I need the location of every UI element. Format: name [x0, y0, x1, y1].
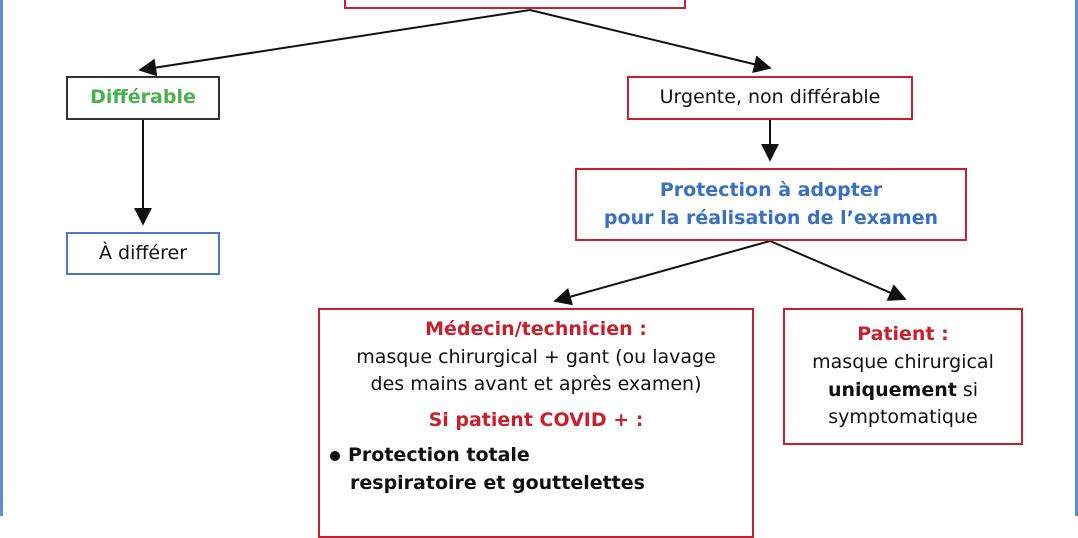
medecin-line-2: des mains avant et après examen)	[370, 373, 702, 396]
frame-right-border	[1075, 0, 1078, 516]
medecin-box: Médecin/technicien : masque chirurgical …	[318, 308, 754, 538]
a-differer-label: À différer	[98, 241, 188, 264]
protection-line-2: pour la réalisation de l’examen	[603, 206, 939, 229]
protection-box: Protection à adopter pour la réalisation…	[575, 168, 967, 241]
patient-line-1: masque chirurgical	[812, 350, 994, 373]
covid-bullet-item: Protection totale	[330, 442, 530, 470]
covid-bullet-line-1: Protection totale	[348, 444, 530, 467]
urgente-label: Urgente, non différable	[659, 86, 881, 109]
covid-bullet-line-2: respiratoire et gouttelettes	[350, 471, 645, 494]
patient-line-2-rest: si	[956, 378, 979, 401]
urgente-box: Urgente, non différable	[627, 76, 913, 120]
top-decision-box	[344, 0, 686, 9]
patient-line-3: symptomatique	[828, 406, 978, 429]
patient-line-2-bold: uniquement	[827, 378, 957, 401]
arrow-top-to-urgente	[529, 9, 772, 73]
arrow-top-to-differable	[138, 9, 531, 77]
patient-line-2: uniquement si	[828, 377, 978, 405]
a-differer-box: À différer	[66, 232, 220, 275]
patient-title: Patient :	[857, 323, 949, 346]
arrow-protection-to-medecin	[553, 240, 771, 306]
protection-line-1: Protection à adopter	[659, 178, 883, 201]
arrows-layer	[134, 9, 907, 306]
medecin-title: Médecin/technicien :	[425, 318, 647, 340]
differable-label: Différable	[90, 86, 196, 109]
frame-left-border	[0, 0, 3, 516]
differable-box: Différable	[66, 76, 220, 120]
patient-box: Patient : masque chirurgical uniquement …	[783, 308, 1023, 445]
arrow-protection-to-patient	[769, 240, 907, 301]
bullet-dot-icon	[330, 450, 340, 461]
covid-title: Si patient COVID + :	[428, 408, 644, 431]
medecin-line-1: masque chirurgical + gant (ou lavage	[356, 345, 716, 368]
